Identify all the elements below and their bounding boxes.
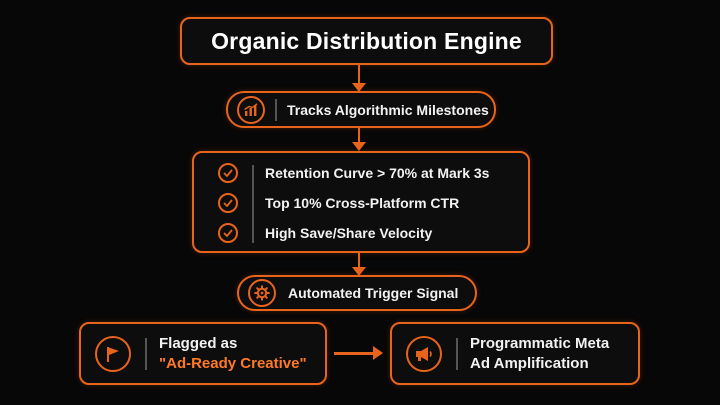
milestones-divider: [275, 98, 277, 121]
arrow-criteria-to-trigger: [352, 253, 366, 276]
arrow-milestones-to-criteria: [352, 128, 366, 151]
milestones-label: Tracks Algorithmic Milestones: [287, 101, 489, 118]
flagged-line1: Flagged as: [159, 334, 238, 352]
flagged-node: Flagged as "Ad-Ready Creative": [79, 322, 327, 385]
check-circle-icon: [218, 163, 238, 183]
criterion-label: Retention Curve > 70% at Mark 3s: [265, 165, 490, 181]
arrow-flagged-to-amplification: [334, 346, 383, 360]
gear-icon: [248, 279, 276, 307]
amplification-line1: Programmatic Meta: [470, 334, 610, 352]
criteria-divider: [252, 165, 254, 243]
check-circle-icon: [218, 223, 238, 243]
flag-icon: [95, 335, 131, 372]
criterion-label: Top 10% Cross-Platform CTR: [265, 195, 460, 211]
criteria-box: Retention Curve > 70% at Mark 3s Top 10%…: [192, 151, 530, 253]
criterion-row: [218, 163, 238, 183]
flagged-line2: "Ad-Ready Creative": [159, 354, 307, 372]
trigger-node: Automated Trigger Signal: [237, 275, 477, 311]
bar-chart-icon: [237, 95, 265, 124]
criterion-row: [218, 223, 238, 243]
arrow-title-to-milestones: [352, 65, 366, 92]
milestones-node: Tracks Algorithmic Milestones: [226, 91, 496, 128]
check-circle-icon: [218, 193, 238, 213]
amplification-divider: [456, 337, 458, 370]
criterion-label: High Save/Share Velocity: [265, 225, 433, 241]
criterion-row: [218, 193, 238, 213]
amplification-node: Programmatic Meta Ad Amplification: [390, 322, 640, 385]
title-box: Organic Distribution Engine: [180, 17, 553, 65]
megaphone-icon: [406, 335, 442, 372]
diagram-title: Organic Distribution Engine: [211, 27, 522, 54]
amplification-line2: Ad Amplification: [470, 354, 589, 372]
flagged-divider: [145, 337, 147, 370]
trigger-label: Automated Trigger Signal: [288, 285, 459, 301]
